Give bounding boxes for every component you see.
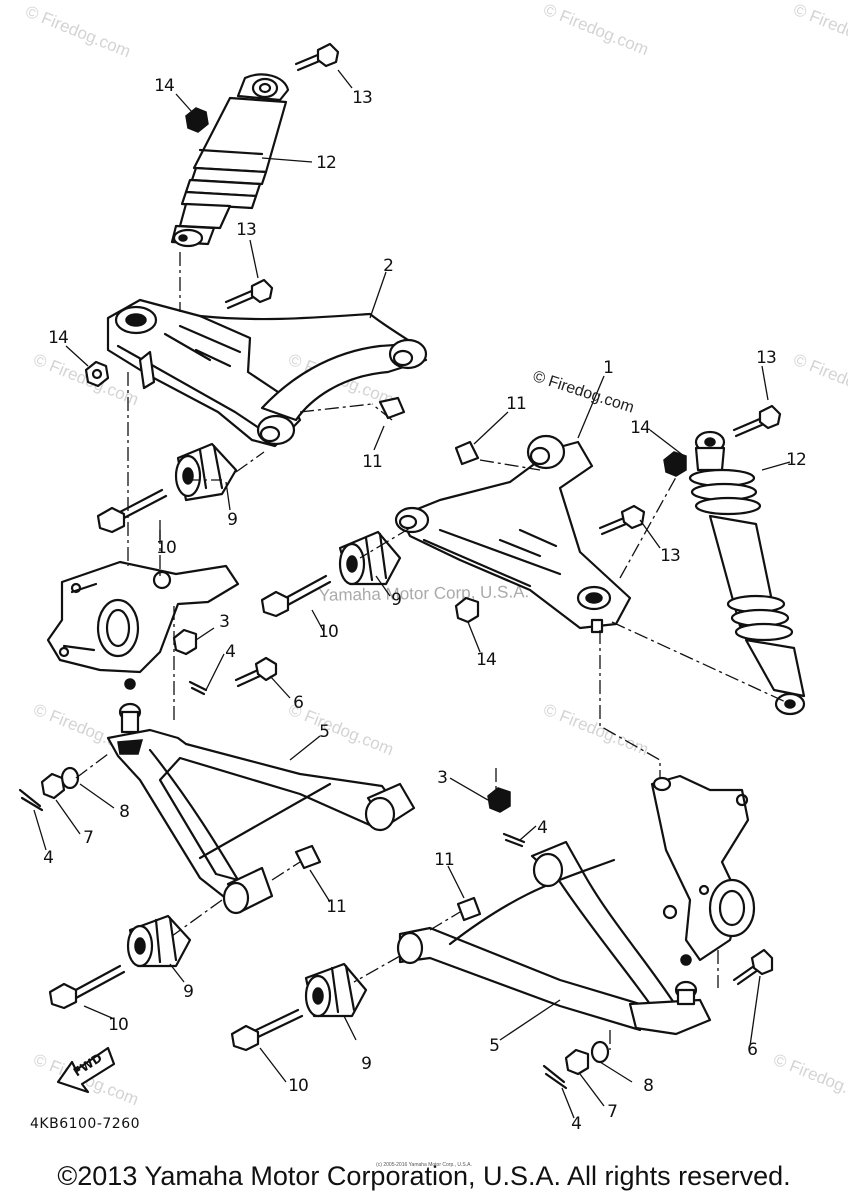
copyright-notice: ©2013 Yamaha Motor Corporation, U.S.A. A… (57, 1161, 791, 1191)
bolt-6-left (234, 656, 278, 688)
callout-12: 12 (316, 153, 337, 173)
callout-9: 9 (391, 590, 402, 610)
cotter-pin-4-right (502, 832, 526, 848)
upper-arm-right (394, 434, 632, 634)
bolt-10-upper-left (96, 488, 168, 534)
bushing-9-lower-right (304, 962, 368, 1018)
callout-10: 10 (156, 538, 177, 558)
callout-3: 3 (437, 768, 448, 788)
forward-arrow-icon (56, 1046, 116, 1094)
washer-8-right (590, 1040, 610, 1064)
bolt-10-lower-left (48, 964, 126, 1010)
collar-11-upper-left (378, 396, 406, 420)
callout-8: 8 (643, 1076, 654, 1096)
callout-3: 3 (219, 612, 230, 632)
bolt-13-upper-right (598, 504, 646, 536)
collar-11-upper-right (454, 440, 480, 466)
nut-14-top-left (185, 107, 209, 133)
cotter-pin-4-far-left (18, 788, 44, 812)
callout-14: 14 (154, 76, 175, 96)
bolt-13-right-top (732, 404, 782, 438)
callout-11: 11 (506, 394, 527, 414)
callout-11: 11 (362, 452, 383, 472)
callout-11: 11 (434, 850, 455, 870)
fine-print-copyright: (c) 2005-2016 Yamaha Motor Corp., U.S.A. (376, 1162, 472, 1168)
callout-13: 13 (236, 220, 257, 240)
callout-10: 10 (288, 1076, 309, 1096)
lower-arm-right (396, 840, 712, 1036)
collar-11-lower-left (294, 844, 322, 870)
callout-11: 11 (326, 897, 347, 917)
callout-4: 4 (537, 818, 548, 838)
callout-4: 4 (225, 642, 236, 662)
callout-6: 6 (747, 1040, 758, 1060)
callout-13: 13 (756, 348, 777, 368)
shock-absorber-right (688, 430, 806, 716)
knuckle-right (650, 774, 756, 966)
callout-8: 8 (119, 802, 130, 822)
bushing-9-lower-left (126, 914, 192, 968)
cotter-pin-4-bottom-right (542, 1064, 568, 1090)
callout-7: 7 (83, 828, 94, 848)
bolt-13-top-left (294, 42, 340, 72)
assembly-lines (75, 252, 791, 1050)
nut-3-right (487, 787, 511, 813)
bolt-6-right (732, 948, 774, 986)
callout-9: 9 (227, 510, 238, 530)
bushing-9-upper-left (174, 442, 238, 502)
diagram-part-code: 4KB6100-7260 (30, 1116, 141, 1132)
upper-arm-left (106, 298, 428, 448)
callout-9: 9 (183, 982, 194, 1002)
cotter-pin-4-left (188, 680, 208, 696)
callout-12: 12 (786, 450, 807, 470)
callout-14: 14 (630, 418, 651, 438)
nut-14-upper-right (454, 596, 480, 624)
bolt-10-upper-right (260, 574, 332, 618)
callout-2: 2 (383, 256, 394, 276)
leader-lines (33, 69, 791, 1119)
bushing-9-upper-right (338, 530, 402, 586)
callout-14: 14 (48, 328, 69, 348)
callout-14: 14 (476, 650, 497, 670)
callout-4: 4 (571, 1114, 582, 1134)
washer-8-left (60, 766, 80, 790)
shock-absorber-left (170, 73, 290, 248)
nut-14-right-top (663, 451, 687, 477)
callout-9: 9 (361, 1054, 372, 1074)
callout-1: 1 (603, 358, 614, 378)
callout-10: 10 (108, 1015, 129, 1035)
callout-6: 6 (293, 693, 304, 713)
callout-5: 5 (489, 1036, 500, 1056)
callout-5: 5 (319, 722, 330, 742)
callout-4: 4 (43, 848, 54, 868)
nut-3-left (172, 628, 198, 656)
callout-7: 7 (607, 1102, 618, 1122)
bolt-13-mid-left (224, 278, 274, 310)
lower-arm-left (106, 702, 416, 915)
callout-13: 13 (352, 88, 373, 108)
collar-11-lower-right (456, 896, 482, 922)
nut-14-mid-left (84, 360, 110, 388)
nut-7-left (40, 772, 66, 800)
callout-10: 10 (318, 622, 339, 642)
callout-13: 13 (660, 546, 681, 566)
knuckle-left (46, 560, 240, 690)
bolt-10-lower-right (230, 1008, 304, 1052)
nut-7-right (564, 1048, 590, 1076)
